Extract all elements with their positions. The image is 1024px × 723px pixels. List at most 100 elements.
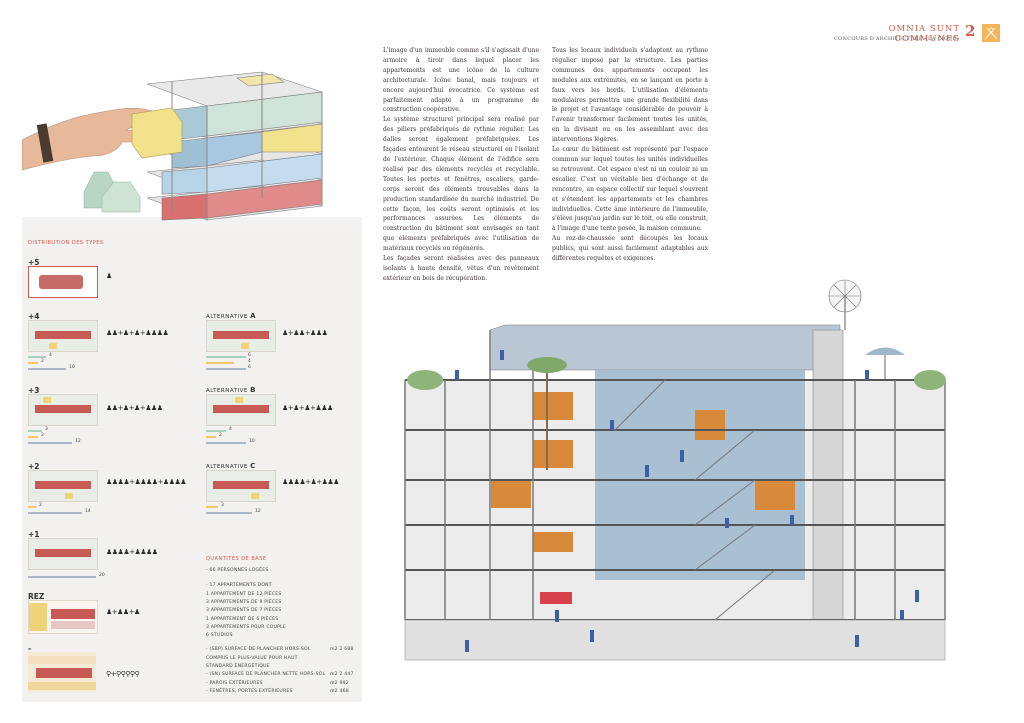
occupants-icon: ♟♟+♟+♟+♟♟♟ <box>106 404 163 412</box>
quantity-line: STANDARD ÉNERGÉTIQUE <box>206 664 270 669</box>
distribution-title: DISTRIBUTION DES TYPES <box>28 240 104 246</box>
occupants-icon: ♟+♟♟+♟ <box>106 608 140 616</box>
bar-value: 3 <box>221 503 224 508</box>
paragraph: Tous les locaux individuels s'adaptent a… <box>552 47 708 144</box>
quantity-line: - 17 APPARTEMENTS DONT <box>206 583 272 589</box>
quantity-value: m2 992 <box>330 680 349 686</box>
level-label: +1 <box>28 530 40 539</box>
bar-value: 3 <box>45 427 48 432</box>
building-section-illustration <box>395 270 965 670</box>
quantity-line: - (SBP) SURFACE DE PLANCHER HORS-SOL <box>206 647 311 653</box>
level-3-plan <box>28 394 98 426</box>
bar-value: 2 <box>41 433 44 438</box>
occupants-icon: ♟♟♟♟+♟+♟♟♟ <box>282 478 339 486</box>
bar-blue <box>28 576 96 578</box>
paragraph: Le système structurel principal sera réa… <box>383 116 539 253</box>
bar-value: 6 <box>248 353 251 358</box>
level-4-plan <box>28 320 98 352</box>
bar-green <box>28 356 46 358</box>
quantity-value: m2 2 688 <box>330 647 354 653</box>
level-label: +3 <box>28 386 40 395</box>
paragraph: Le cœur du bâtiment est représenté par l… <box>552 146 708 233</box>
level-label: +4 <box>28 312 40 321</box>
alternative-c-plan <box>206 470 276 502</box>
level-label: - <box>28 644 32 653</box>
quantities-title: QUANTITÉS DE BASE <box>206 556 267 562</box>
quantity-line: - 66 PERSONNES LOGÉES <box>206 568 269 573</box>
bar-yellow <box>206 362 234 364</box>
ground-floor-plan <box>28 600 98 634</box>
quantity-line: 1 APPARTEMENT DE 12 PIÈCES <box>206 591 282 597</box>
occupants-icon: ♟♟♟♟+♟♟♟♟ <box>106 548 158 556</box>
page-number: 2 <box>965 22 976 40</box>
bar-value: 14 <box>85 509 91 514</box>
bar-value: 10 <box>249 439 255 444</box>
bar-value: 4 <box>229 427 232 432</box>
bar-yellow <box>28 436 38 438</box>
bar-green <box>206 356 246 358</box>
building-model-illustration <box>21 71 362 227</box>
bar-yellow <box>28 506 36 508</box>
paragraph: Au rez-de-chaussée sont découpés les loc… <box>552 235 708 263</box>
quantity-line: 6 STUDIOS <box>206 633 233 639</box>
umbrella-icon <box>865 347 905 380</box>
bar-yellow <box>28 362 38 364</box>
bar-blue <box>28 442 72 444</box>
bicycles-icon: ⚲+⚲⚲⚲⚲⚲ <box>106 670 140 678</box>
alternative-c-label: ALTERNATIVE C <box>206 462 256 470</box>
project-title: OMNIA SUNT COMMUNES <box>888 24 960 44</box>
occupants-icon: ♟♟♟♟+♟♟♟♟+♟♟♟♟ <box>106 478 187 486</box>
bar-yellow <box>206 436 216 438</box>
occupants-icon: ♟ <box>106 272 112 280</box>
bar-value: 2 <box>41 359 44 364</box>
quantity-line: 1 APPARTEMENT DE 6 PIÈCES <box>206 616 279 622</box>
bar-blue <box>28 368 66 370</box>
paragraph: Les façades seront réalisées avec des pa… <box>383 255 539 282</box>
quantity-line: - PAROIS EXTÉRIEURES <box>206 680 263 686</box>
quantity-line: COMPRIS LE PLUS-VALUE POUR HAUT <box>206 655 298 661</box>
bar-value: 20 <box>99 573 105 578</box>
bar-value: 12 <box>255 509 261 514</box>
bar-value: 4 <box>49 353 52 358</box>
bar-yellow <box>206 506 218 508</box>
bar-green <box>206 430 226 432</box>
quantity-line: 3 APPARTEMENTS POUR COUPLE <box>206 624 286 630</box>
quantity-value: m2 2 447 <box>330 672 354 678</box>
level-label: +5 <box>28 258 40 267</box>
bar-value: 4 <box>248 359 251 364</box>
alternative-a-label: ALTERNATIVE A <box>206 312 257 320</box>
quantity-line: - FENÊTRES, PORTES EXTÉRIEURES <box>206 688 293 694</box>
level-label: +2 <box>28 462 40 471</box>
bar-value: 10 <box>69 365 75 370</box>
bar-blue <box>206 512 252 514</box>
palm-tree-icon <box>527 357 567 470</box>
logo-icon <box>982 24 1000 42</box>
quantity-line: - (SN) SURFACE DE PLANCHER NETTE HORS-SO… <box>206 672 326 678</box>
quantity-line: 3 APPARTEMENTS DE 9 PIÈCES <box>206 599 282 605</box>
bar-value: 6 <box>248 365 251 370</box>
text-column-2: Tous les locaux individuels s'adaptent a… <box>552 46 708 264</box>
bar-green <box>28 430 42 432</box>
basement-plan <box>28 652 96 692</box>
level-5-plan <box>28 266 98 298</box>
windmill-icon <box>828 279 862 330</box>
paragraph: L'image d'un immeuble comme s'il s'agiss… <box>383 47 539 114</box>
bar-blue <box>206 442 246 444</box>
alternative-b-label: ALTERNATIVE B <box>206 386 256 394</box>
level-1-plan <box>28 538 98 570</box>
level-2-plan <box>28 470 98 502</box>
occupants-icon: ♟♟+♟+♟+♟♟♟♟ <box>106 329 169 337</box>
quantity-line: 3 APPARTEMENTS DE 7 PIÈCES <box>206 608 282 614</box>
bar-blue <box>206 368 246 370</box>
alternative-a-plan <box>206 320 276 352</box>
occupants-icon: ♟+♟+♟+♟♟♟ <box>282 404 333 412</box>
alternative-b-plan <box>206 394 276 426</box>
hero-model-image <box>21 22 362 227</box>
bar-blue <box>28 512 82 514</box>
quantity-value: m2 468 <box>330 688 349 694</box>
bar-value: 2 <box>39 503 42 508</box>
occupants-icon: ♟+♟♟+♟♟♟ <box>282 329 328 337</box>
bar-value: 12 <box>75 439 81 444</box>
text-column-1: L'image d'un immeuble comme s'il s'agiss… <box>383 46 539 284</box>
competition-subtitle: CONCOURS D'ARCHITECTURE «LA CIGUË» <box>834 36 960 42</box>
